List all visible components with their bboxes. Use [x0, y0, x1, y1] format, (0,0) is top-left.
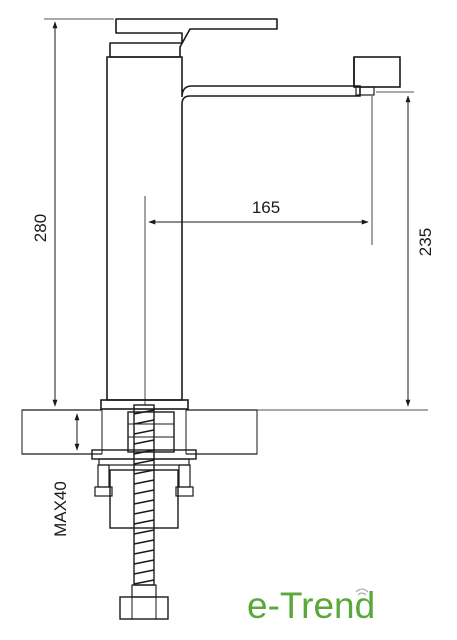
lever-handle	[109, 18, 278, 58]
countertop	[21, 409, 258, 455]
total-height-label: 280	[31, 214, 50, 242]
thread-lines	[133, 409, 155, 585]
brand-name: e-Trend	[247, 585, 375, 626]
spout-reach-label: 165	[252, 198, 280, 217]
faucet-body	[100, 56, 401, 410]
dimension-spout-reach: 165	[144, 96, 373, 405]
wifi-icon	[355, 588, 369, 596]
max-thickness-label: MAX40	[51, 481, 70, 537]
spout-height-label: 235	[416, 228, 435, 256]
mounting-hardware	[91, 404, 197, 620]
brand-logo: e-Trend	[247, 585, 375, 626]
dimension-total-height: 280	[22, 18, 114, 411]
dimension-spout-height: 235	[257, 91, 435, 411]
dimension-max-thickness: MAX40	[51, 413, 80, 537]
